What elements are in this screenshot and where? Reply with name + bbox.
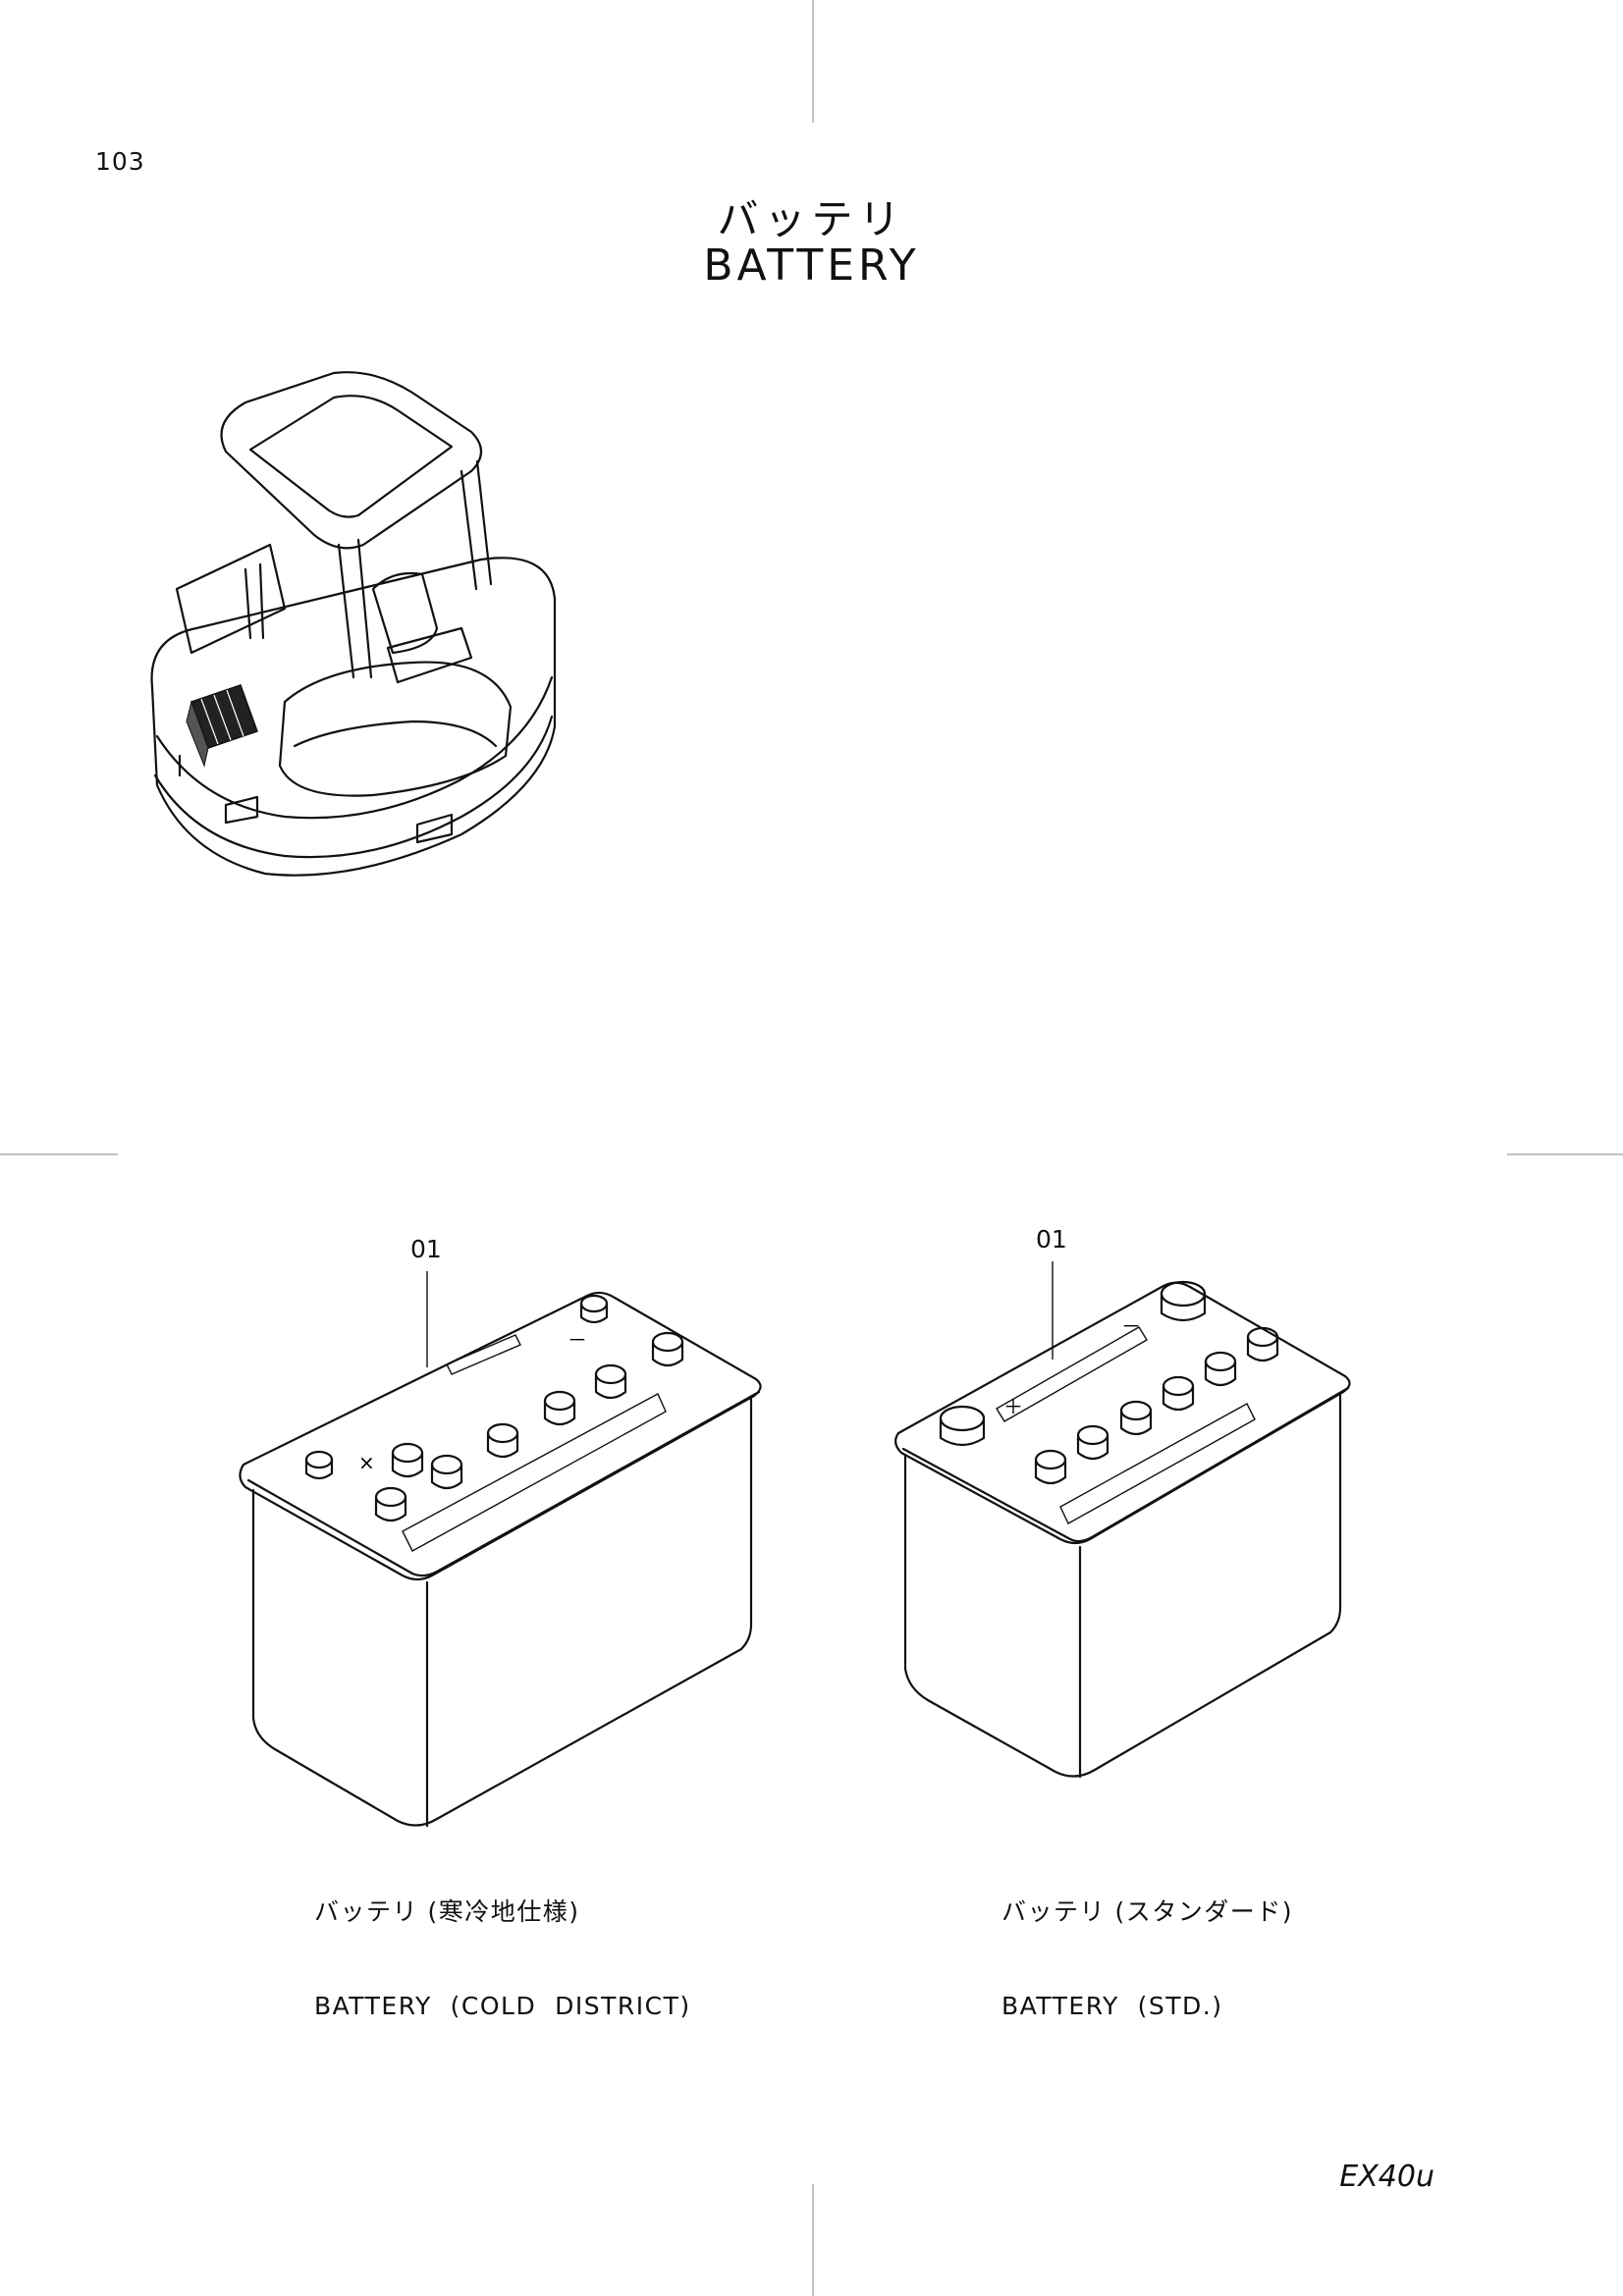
- caption-jp: バッテリ (寒冷地仕様): [314, 1897, 580, 1926]
- battery-standard-drawing: ＋ －: [894, 1261, 1351, 1779]
- caption-en: BATTERY (STD.): [1001, 1992, 1223, 2020]
- caption-en: BATTERY (COLD DISTRICT): [314, 1992, 691, 2020]
- page-number: 103: [95, 147, 145, 176]
- page-title-en: BATTERY: [703, 240, 920, 291]
- battery-cold-district-drawing: × －: [239, 1271, 762, 1828]
- ref-number-battery-cold: 01: [410, 1235, 442, 1263]
- terminal-mark-minus: －: [1121, 1314, 1141, 1338]
- terminal-mark-right: －: [568, 1328, 587, 1352]
- battery-location-highlight: [186, 684, 258, 768]
- excavator-overview-drawing: [150, 371, 557, 877]
- model-code: EX40u: [1339, 2160, 1434, 2194]
- terminal-mark-left: ×: [358, 1451, 375, 1474]
- ref-number-battery-std: 01: [1036, 1225, 1067, 1254]
- page-title-jp: バッテリ: [717, 195, 906, 243]
- terminal-mark-plus: ＋: [1003, 1395, 1023, 1418]
- caption-battery-std: バッテリ (スタンダード) BATTERY (STD.): [1001, 1834, 1293, 2054]
- caption-battery-cold: バッテリ (寒冷地仕様) BATTERY (COLD DISTRICT): [314, 1834, 691, 2054]
- caption-jp: バッテリ (スタンダード): [1001, 1897, 1293, 1926]
